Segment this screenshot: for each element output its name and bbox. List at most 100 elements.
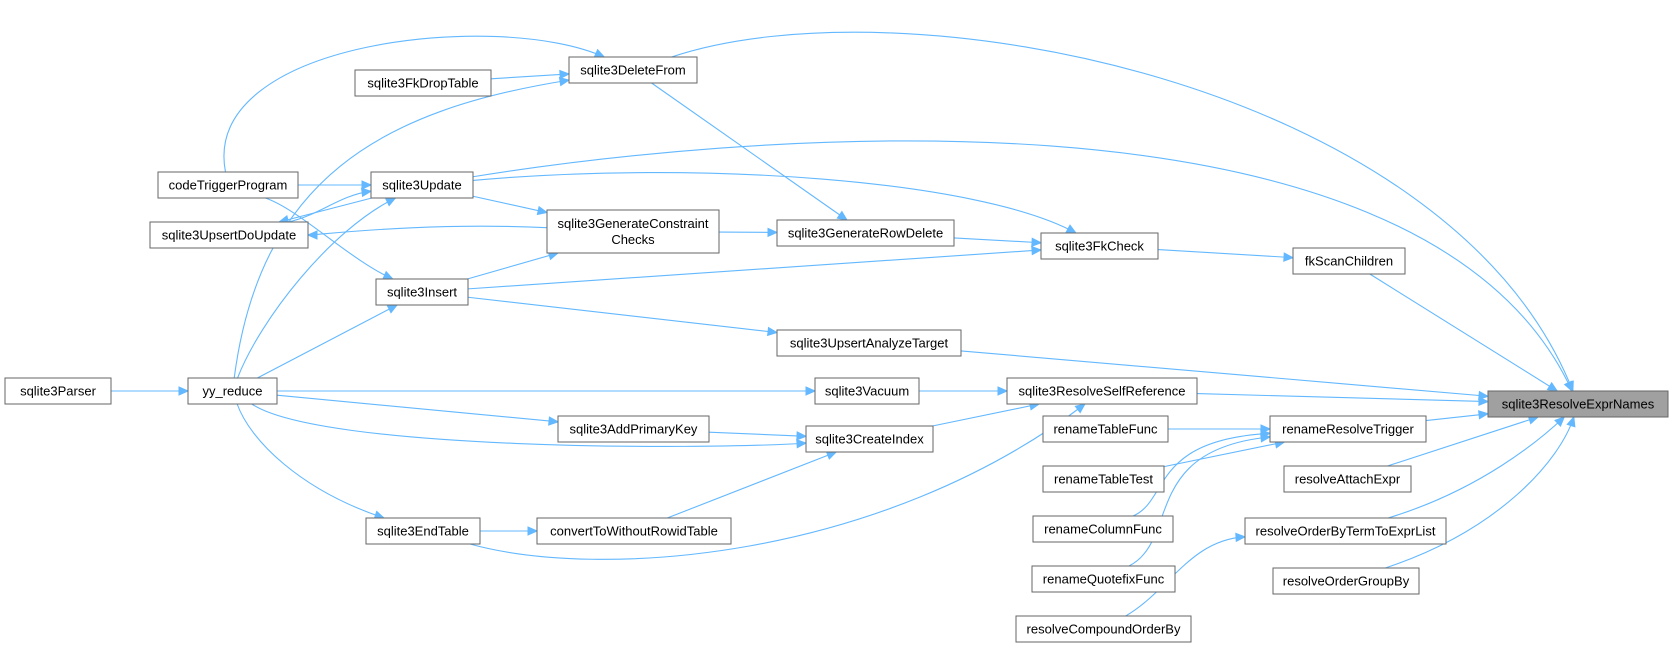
node-box — [1015, 615, 1192, 643]
edge-arrowhead — [767, 227, 779, 238]
edge-line — [237, 197, 396, 379]
edge-upsert-analyze-to-root — [960, 350, 1490, 401]
node-fk-drop-table[interactable]: sqlite3FkDropTable — [354, 69, 492, 97]
edge-arrowhead — [1554, 416, 1566, 427]
node-label: sqlite3Insert — [387, 285, 457, 300]
node-yy-reduce[interactable]: yy_reduce — [187, 377, 278, 405]
edge-line — [1196, 393, 1489, 403]
node-add-pk[interactable]: sqlite3AddPrimaryKey — [557, 415, 710, 443]
edge-arrowhead — [1546, 381, 1559, 392]
edge-gen-constraint-to-upsert-do-update — [306, 225, 548, 240]
node-order-by-term[interactable]: resolveOrderByTermToExprList — [1244, 517, 1447, 545]
node-label: renameResolveTrigger — [1282, 422, 1414, 437]
node-code-trigger[interactable]: codeTriggerProgram — [157, 171, 299, 199]
node-root[interactable]: sqlite3ResolveExprNames — [1487, 390, 1669, 418]
node-box — [557, 415, 710, 443]
edge-arrowhead — [1074, 403, 1086, 414]
node-compound-order-by[interactable]: resolveCompoundOrderBy — [1015, 615, 1192, 643]
node-insert[interactable]: sqlite3Insert — [375, 278, 469, 306]
edge-order-by-term-to-root — [1387, 416, 1566, 519]
edge-arrowhead — [836, 210, 848, 221]
node-create-index[interactable]: sqlite3CreateIndex — [805, 425, 934, 453]
edge-line — [953, 237, 1042, 244]
node-box — [1006, 377, 1198, 405]
edge-attach-expr-to-root — [1387, 415, 1540, 467]
node-box — [157, 171, 299, 199]
edge-code-trigger-to-insert — [265, 197, 394, 280]
edge-line — [490, 73, 570, 80]
node-upsert-do-update[interactable]: sqlite3UpsertDoUpdate — [149, 221, 309, 249]
node-update[interactable]: sqlite3Update — [370, 171, 474, 199]
edge-arrowhead — [527, 526, 539, 536]
node-convert-wr[interactable]: convertToWithoutRowidTable — [536, 517, 732, 545]
node-rename-column-func[interactable]: renameColumnFunc — [1032, 515, 1174, 543]
node-label: sqlite3Parser — [20, 384, 97, 399]
node-box — [1042, 465, 1165, 493]
node-rename-quotefix[interactable]: renameQuotefixFunc — [1031, 565, 1176, 593]
node-label: sqlite3FkCheck — [1055, 239, 1144, 254]
edge-line — [233, 79, 570, 379]
node-label: sqlite3CreateIndex — [815, 432, 924, 447]
node-label: resolveAttachExpr — [1295, 472, 1401, 487]
edge-convert-wr-to-create-index — [667, 451, 838, 519]
node-upsert-analyze[interactable]: sqlite3UpsertAnalyzeTarget — [776, 329, 962, 357]
node-box — [149, 221, 309, 249]
node-box — [1042, 415, 1169, 443]
edge-arrowhead — [1478, 396, 1490, 407]
node-label: resolveOrderByTermToExprList — [1256, 524, 1436, 539]
edge-yy-reduce-to-vacuum — [277, 386, 817, 396]
edge-line — [1387, 416, 1565, 519]
edge-update-to-upsert-do-update — [277, 197, 372, 225]
node-rename-table-func[interactable]: renameTableFunc — [1042, 415, 1169, 443]
node-box — [1487, 390, 1669, 418]
edge-arrowhead — [384, 197, 397, 207]
edge-arrowhead — [1283, 252, 1295, 262]
edge-line — [223, 35, 605, 173]
node-box — [1032, 515, 1174, 543]
edge-order-group-by-to-root — [1385, 415, 1576, 569]
edge-line — [467, 296, 778, 334]
node-rename-table-test[interactable]: renameTableTest — [1042, 465, 1165, 493]
edge-line — [467, 252, 559, 280]
node-fk-scan[interactable]: fkScanChildren — [1292, 247, 1406, 275]
node-box — [776, 329, 962, 357]
node-label: sqlite3ResolveSelfReference — [1019, 384, 1186, 399]
edge-end-table-to-self-ref — [469, 403, 1086, 560]
edge-line — [1425, 413, 1489, 422]
edge-arrowhead — [767, 326, 779, 337]
edge-yy-reduce-to-add-pk — [276, 394, 560, 426]
node-label: sqlite3AddPrimaryKey — [570, 422, 698, 437]
edge-code-trigger-to-delete-from — [223, 35, 606, 173]
node-label: sqlite3UpsertDoUpdate — [162, 228, 296, 243]
edge-arrowhead — [548, 416, 560, 426]
edge-line — [1157, 248, 1294, 259]
node-order-group-by[interactable]: resolveOrderGroupBy — [1272, 567, 1420, 595]
node-self-ref[interactable]: sqlite3ResolveSelfReference — [1006, 377, 1198, 405]
edge-line — [472, 172, 1077, 234]
edge-arrowhead — [559, 69, 571, 80]
edge-arrowhead — [1260, 433, 1272, 443]
node-attach-expr[interactable]: resolveAttachExpr — [1283, 465, 1412, 493]
node-label: codeTriggerProgram — [169, 178, 288, 193]
node-box — [814, 377, 920, 405]
node-end-table[interactable]: sqlite3EndTable — [365, 517, 481, 545]
node-label: renameTableTest — [1054, 472, 1153, 487]
edge-arrowhead — [1031, 237, 1043, 247]
edge-rename-trigger-to-root — [1425, 410, 1490, 422]
node-box — [568, 56, 698, 84]
edge-line — [276, 394, 559, 423]
node-box — [1244, 517, 1447, 545]
node-vacuum[interactable]: sqlite3Vacuum — [814, 377, 920, 405]
edge-arrowhead — [796, 431, 808, 441]
node-label: sqlite3FkDropTable — [367, 76, 478, 91]
node-gen-row-delete[interactable]: sqlite3GenerateRowDelete — [776, 219, 955, 247]
edge-arrowhead — [825, 451, 838, 460]
edge-arrowhead — [386, 304, 399, 314]
edge-arrowhead — [1564, 380, 1574, 393]
node-delete-from[interactable]: sqlite3DeleteFrom — [568, 56, 698, 84]
node-fk-check[interactable]: sqlite3FkCheck — [1040, 232, 1159, 260]
node-parser[interactable]: sqlite3Parser — [4, 377, 112, 405]
node-rename-trigger[interactable]: renameResolveTrigger — [1269, 415, 1427, 443]
